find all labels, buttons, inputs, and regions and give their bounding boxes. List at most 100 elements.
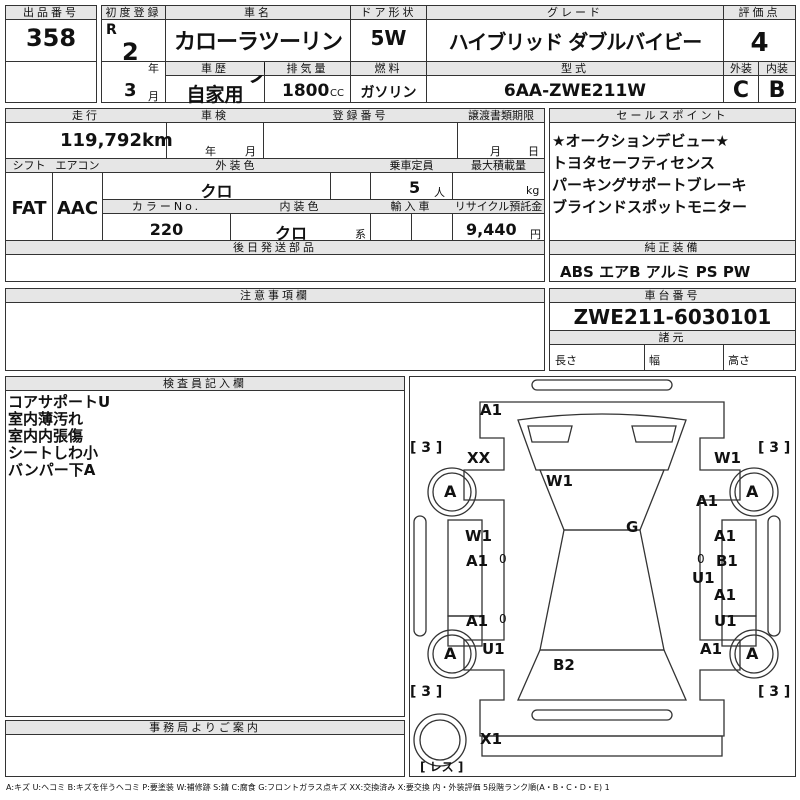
length-label: 長さ	[555, 354, 577, 367]
windshield-outline	[517, 413, 687, 471]
inspection-year-unit: 年	[205, 145, 216, 158]
tire-front-right	[729, 467, 779, 517]
import-label: 輸入車	[371, 200, 452, 213]
sales-points-list: ★オークションデビュー★ トヨタセーフティセンス パーキングサポートブレーキ ブ…	[552, 130, 747, 218]
exterior-label: 外装	[724, 62, 758, 75]
ac-label: エアコン	[53, 159, 102, 172]
first-registration-label: 初度登録	[102, 6, 165, 19]
damage-mark: 0	[697, 552, 705, 566]
displacement-label: 排気量	[265, 62, 350, 75]
sales-point-item: ブラインドスポットモニター	[552, 198, 748, 216]
inspector-note: シートしわ小	[8, 444, 99, 462]
capacity-unit: 人	[434, 186, 445, 199]
left-side-bar	[413, 515, 427, 637]
equipment-items: ABS エアB アルミ PS PW	[560, 263, 751, 281]
damage-mark: U1	[692, 569, 715, 587]
damage-mark: 0	[499, 612, 507, 626]
left-rear-panel	[447, 615, 483, 647]
model-code: 6AA-ZWE211W	[503, 81, 647, 101]
lot-number-label: 出品番号	[6, 6, 96, 19]
color-number-label: カラーNo.	[103, 200, 230, 213]
spare-tire-label: [ レス ]	[420, 760, 464, 774]
tire-bracket-rl: [ 3 ]	[410, 684, 443, 700]
sales-point-item: ★オークションデビュー★	[552, 132, 729, 150]
front-vent-left	[527, 425, 573, 443]
interior-grade: B	[768, 78, 786, 103]
shift-label: シフト	[6, 159, 52, 172]
score: 4	[750, 28, 769, 58]
later-parts-label: 後日発送部品	[6, 241, 544, 254]
inspector-note: 室内内張傷	[8, 427, 84, 445]
inspection-month-unit: 月	[245, 145, 256, 158]
sales-point-item: パーキングサポートブレーキ	[552, 176, 747, 194]
interior-label: 内装	[759, 62, 795, 75]
width-label: 幅	[649, 354, 660, 367]
fuel-label: 燃料	[351, 62, 426, 75]
mileage: 119,792	[60, 130, 142, 151]
mileage-label: 走行	[6, 109, 166, 122]
tire-mark-rr: A	[746, 644, 759, 663]
month-unit: 月	[148, 90, 159, 103]
right-side-bar	[767, 515, 781, 637]
tire-rear-right	[729, 629, 779, 679]
inspector-note: コアサポートU	[8, 393, 111, 411]
tire-mark-fl: A	[444, 482, 457, 501]
recycle-label: リサイクル預託金	[453, 200, 544, 213]
int-color: クロ	[274, 224, 307, 243]
damage-mark: A1	[696, 492, 719, 510]
year-unit: 年	[148, 62, 159, 75]
damage-mark: W1	[465, 527, 492, 545]
ext-color: クロ	[200, 182, 233, 201]
mileage-unit: km	[142, 130, 173, 151]
shift-type: FAT	[11, 198, 47, 219]
damage-mark: A1	[700, 640, 723, 658]
reg-month: 3	[124, 80, 137, 101]
ext-color-label: 外装色	[103, 159, 370, 172]
chassis-label: 車台番号	[550, 289, 795, 302]
damage-mark: U1	[482, 640, 505, 658]
exterior-grade: C	[732, 78, 750, 103]
vehicle-history: 自家用	[186, 84, 244, 106]
chassis-number: ZWE211-6030101	[573, 305, 772, 329]
notes-label: 注意事項欄	[6, 289, 544, 302]
damage-mark: A1	[714, 527, 737, 545]
specs-label: 諸元	[550, 331, 795, 344]
int-color-unit: 系	[355, 228, 366, 241]
door-type: 5W	[370, 26, 407, 50]
transfer-day-unit: 日	[528, 145, 539, 158]
damage-mark: X1	[480, 730, 503, 748]
lot-number: 358	[25, 24, 77, 52]
inspector-note: 室内薄汚れ	[8, 410, 84, 428]
front-vent-right	[631, 425, 677, 443]
reg-year: 2	[122, 38, 139, 66]
sales-point-item: トヨタセーフティセンス	[552, 154, 715, 172]
office-label: 事務局よりご案内	[6, 721, 404, 734]
recycle-fee: 9,440	[466, 220, 517, 239]
damage-mark: 0	[499, 552, 507, 566]
front-bumper-outline	[531, 379, 673, 391]
car-name-label: 車名	[166, 6, 350, 19]
inspection-label: 車検	[167, 109, 263, 122]
damage-mark: G	[626, 518, 639, 536]
damage-mark: B2	[553, 656, 575, 674]
damage-mark: U1	[714, 612, 737, 630]
ac-type: AAC	[56, 198, 99, 219]
grade-label: グレード	[427, 6, 723, 19]
tire-bracket-rr: [ 3 ]	[758, 684, 791, 700]
inspector-label: 検査員記入欄	[6, 377, 404, 390]
tire-mark-fr: A	[746, 482, 759, 501]
damage-mark: A1	[480, 401, 503, 419]
transfer-month-unit: 月	[490, 145, 501, 158]
car-body-outline	[463, 401, 741, 737]
damage-mark: W1	[714, 449, 741, 467]
damage-mark: XX	[467, 449, 491, 467]
history-label: 車歴	[166, 62, 264, 75]
spare-tire	[413, 713, 467, 767]
height-label: 高さ	[728, 354, 750, 367]
model-label: 型式	[427, 62, 723, 75]
car-name: カローラツーリング	[173, 30, 343, 87]
era: R	[106, 22, 117, 38]
door-label: ドア形状	[351, 6, 426, 19]
rear-lower-outline	[481, 735, 723, 757]
displacement-unit: CC	[330, 88, 344, 99]
